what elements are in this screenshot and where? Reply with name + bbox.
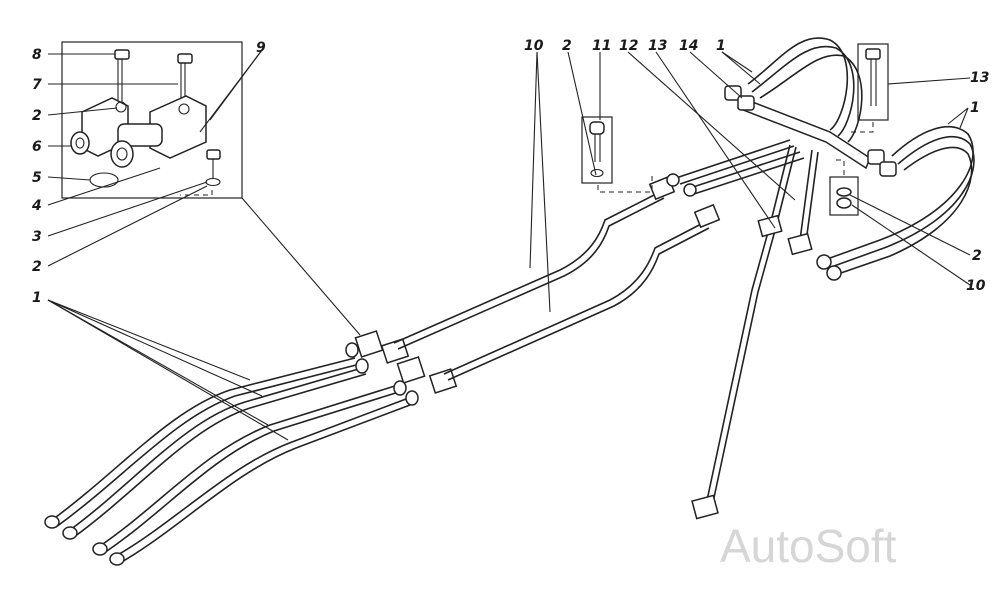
inset-bolt-13: [848, 43, 889, 133]
distribution-block: [724, 85, 897, 177]
mid-connectors: [345, 330, 458, 406]
label-13: 13: [648, 38, 667, 54]
part-labels: 8 7 2 6 5 4 3 2 1 9 10 2 11 12 13 14 1 1…: [31, 38, 989, 306]
inset-leaders: [47, 49, 361, 336]
lower-hoses: [51, 357, 411, 564]
label-2-left: 2: [32, 259, 42, 275]
label-9: 9: [256, 40, 266, 56]
label-8: 8: [32, 47, 42, 63]
label-14: 14: [679, 38, 698, 54]
label-2-mid: 2: [562, 38, 572, 54]
label-13-right: 13: [970, 70, 989, 86]
label-1-right: 1: [970, 100, 980, 116]
label-11: 11: [592, 38, 611, 54]
label-6: 6: [32, 139, 42, 155]
label-1-left: 1: [32, 290, 42, 306]
label-7: 7: [32, 77, 42, 93]
label-2-right: 2: [972, 248, 982, 264]
bolt-7: [177, 53, 193, 104]
bolt-3: [205, 149, 221, 187]
inset-dash: [180, 190, 213, 196]
label-5: 5: [32, 170, 42, 186]
inset-nut-10: [829, 159, 859, 216]
label-1-top: 1: [716, 38, 726, 54]
inset-bolt-11: [581, 116, 653, 193]
leaders-1-left: [47, 299, 289, 441]
o-ring-5: [89, 172, 119, 188]
right-leaders: [529, 51, 971, 313]
inset-frame: [61, 41, 243, 199]
bolt-8: [114, 49, 130, 102]
hose-end-fittings: [44, 515, 125, 566]
valve-body: [70, 95, 207, 168]
label-10-right: 10: [966, 278, 986, 294]
label-3: 3: [32, 229, 42, 245]
down-pipes: [691, 144, 819, 520]
upper-right-hoses: [666, 139, 805, 197]
label-10: 10: [524, 38, 544, 54]
label-2-top: 2: [32, 108, 42, 124]
watermark: AutoSoft: [720, 520, 897, 572]
label-12: 12: [619, 38, 638, 54]
loop-hoses-right: [816, 125, 975, 281]
label-4: 4: [31, 198, 42, 214]
rigid-pipes: [393, 175, 721, 381]
